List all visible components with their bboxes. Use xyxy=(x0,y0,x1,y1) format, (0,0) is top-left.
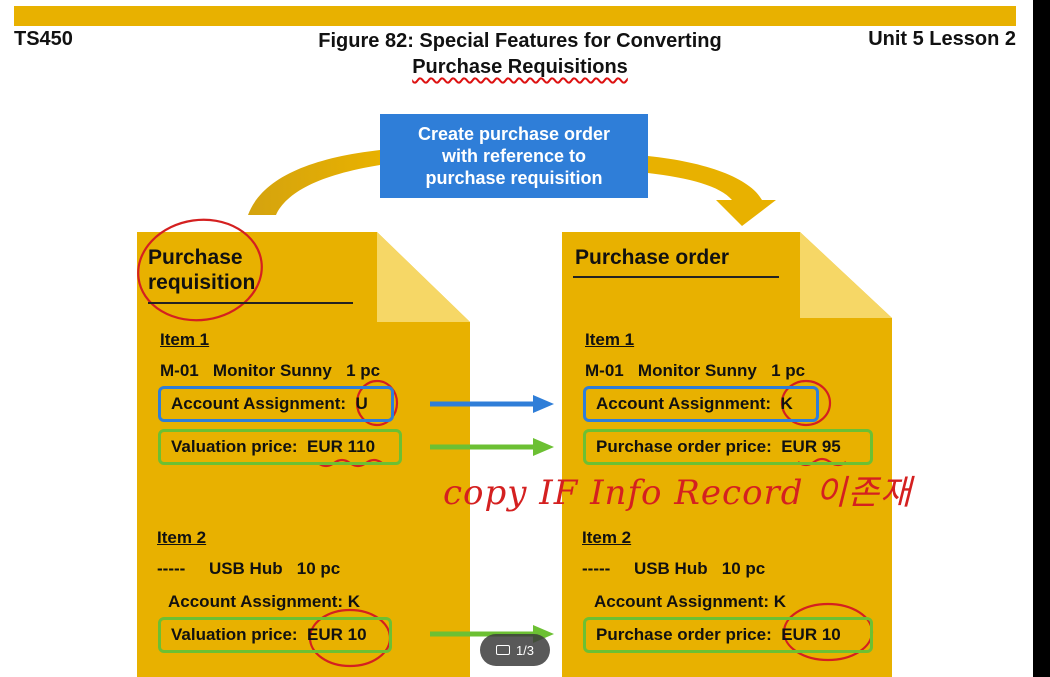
po-item1-quantity: 1 pc xyxy=(771,361,806,380)
po-item1-account-box: Account Assignment: K xyxy=(583,386,819,422)
po-item2-quantity: 10 pc xyxy=(721,559,766,578)
order-title-rule xyxy=(573,276,779,278)
create-po-line1: Create purchase order xyxy=(417,124,611,144)
req-item2-line: ----- USB Hub 10 pc xyxy=(157,559,340,579)
req-item1-price-value: EUR 110 xyxy=(307,437,376,456)
course-code: TS450 xyxy=(14,28,73,50)
req-item2-price-value: EUR 10 xyxy=(307,625,367,644)
po-item1-account-value: K xyxy=(780,394,793,413)
flow-arrow-account xyxy=(430,395,554,413)
po-item2-heading: Item 2 xyxy=(582,528,632,547)
po-item1-material: M-01 xyxy=(585,361,624,380)
req-item2-price-label: Valuation price: xyxy=(171,625,298,644)
figure-title: Figure 82: Special Features for Converti… xyxy=(250,28,790,80)
req-item1-line: M-01 Monitor Sunny 1 pc xyxy=(160,361,380,381)
po-item2-price-value: EUR 10 xyxy=(781,625,841,644)
order-title: Purchase order xyxy=(575,246,730,269)
handwritten-note: copy IF Info Record 이존재 xyxy=(443,473,913,513)
req-item1-account-box: Account Assignment: U xyxy=(158,386,394,422)
requisition-title-rule xyxy=(148,302,353,304)
req-item1-account-label: Account Assignment: xyxy=(171,394,347,413)
figure-title-line2: Purchase Requisitions xyxy=(412,56,628,78)
req-item1-heading: Item 1 xyxy=(160,330,210,349)
page-indicator-text: 1/3 xyxy=(515,642,535,658)
req-item2-description: USB Hub xyxy=(208,559,283,578)
header-bar xyxy=(14,6,1016,26)
requisition-title-line2: requisition xyxy=(148,271,256,294)
po-item1-line: M-01 Monitor Sunny 1 pc xyxy=(585,361,805,381)
unit-lesson: Unit 5 Lesson 2 xyxy=(868,28,1016,50)
squiggle-eur95 xyxy=(797,457,847,467)
req-item1-quantity: 1 pc xyxy=(346,361,381,380)
po-item1-account-label: Account Assignment: xyxy=(596,394,772,413)
req-item1-price-label: Valuation price: xyxy=(171,437,298,456)
po-item1-price-value: EUR 95 xyxy=(781,437,841,456)
order-document xyxy=(562,232,892,677)
red-annotations xyxy=(137,218,874,668)
create-po-box: Create purchase order with reference to … xyxy=(380,114,648,198)
create-po-line3: purchase requisition xyxy=(425,168,603,188)
requisition-title: Purchase requisition xyxy=(148,245,255,295)
req-item2-material: ----- xyxy=(157,559,186,578)
req-item1-price-box: Valuation price: EUR 110 xyxy=(158,429,402,465)
flow-arrow-price-item1 xyxy=(430,438,554,456)
circle-account-k xyxy=(780,379,832,427)
req-item2-quantity: 10 pc xyxy=(296,559,341,578)
slides-icon xyxy=(495,645,510,655)
po-item2-account: Account Assignment: K xyxy=(594,592,787,611)
po-item1-heading: Item 1 xyxy=(585,330,635,349)
po-item2-price-box: Purchase order price: EUR 10 xyxy=(583,617,873,653)
curved-arrow-left xyxy=(248,150,380,215)
req-item2-account: Account Assignment: K xyxy=(168,592,361,611)
po-item2-description: USB Hub xyxy=(633,559,708,578)
req-item1-description: Monitor Sunny xyxy=(212,361,332,380)
figure-title-line1: Figure 82: Special Features for Converti… xyxy=(318,30,722,52)
req-item2-price-box: Valuation price: EUR 10 xyxy=(158,617,392,653)
req-item1-material: M-01 xyxy=(160,361,199,380)
po-item1-price-box: Purchase order price: EUR 95 xyxy=(583,429,873,465)
requisition-fold xyxy=(377,232,470,322)
order-fold xyxy=(800,232,892,318)
requisition-title-line1: Purchase xyxy=(148,246,243,269)
po-item2-material: ----- xyxy=(582,559,611,578)
po-item1-description: Monitor Sunny xyxy=(637,361,757,380)
create-po-line2: with reference to xyxy=(441,146,587,166)
screen-edge xyxy=(1033,0,1050,677)
req-item1-account-value: U xyxy=(355,394,368,413)
req-item2-heading: Item 2 xyxy=(157,528,207,547)
requisition-document xyxy=(137,232,470,677)
page-indicator[interactable]: 1/3 xyxy=(480,634,550,666)
circle-account-u xyxy=(355,379,399,427)
po-item2-price-label: Purchase order price: xyxy=(596,625,772,644)
po-item1-price-label: Purchase order price: xyxy=(596,437,772,456)
circle-requisition-title xyxy=(137,218,263,322)
po-item2-line: ----- USB Hub 10 pc xyxy=(582,559,765,579)
curved-arrow-right xyxy=(648,156,776,226)
